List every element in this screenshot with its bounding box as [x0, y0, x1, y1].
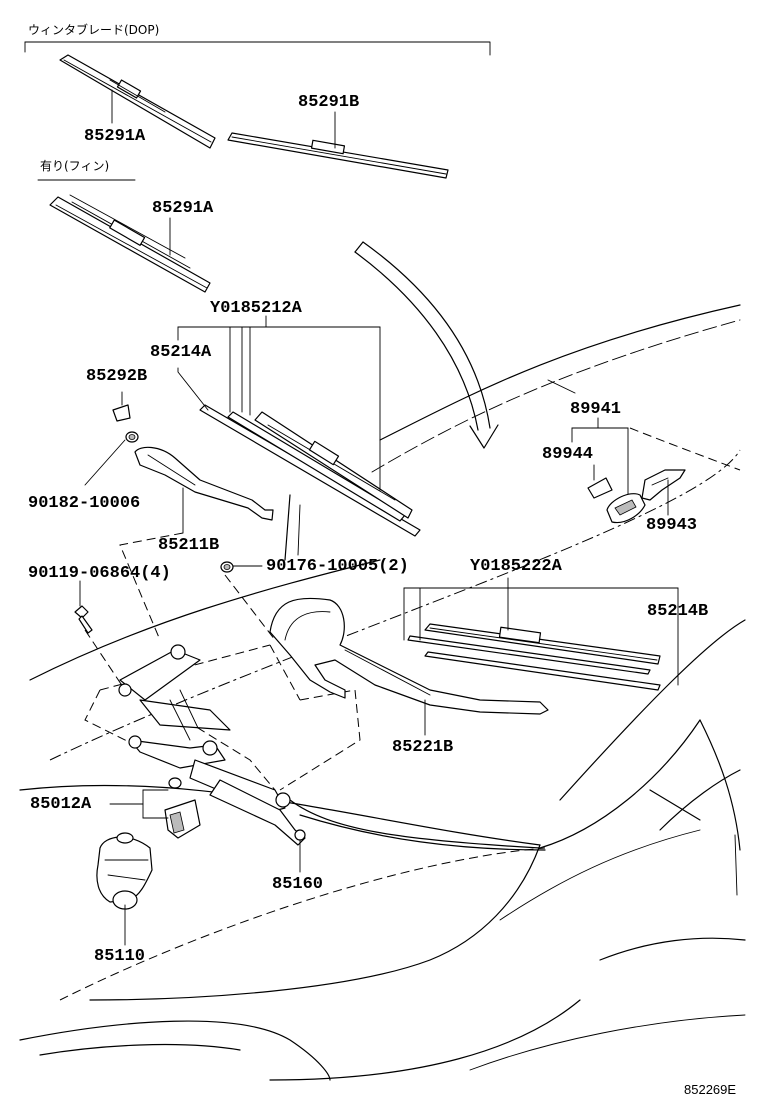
label-85291A-fin[interactable]: 85291A	[152, 199, 214, 218]
label-89941[interactable]: 89941	[570, 400, 622, 419]
label-90119-06864[interactable]: 90119-06864(4)	[28, 564, 171, 583]
bracket-89941	[547, 379, 629, 496]
blade-85291A-fin	[49, 194, 211, 293]
winter-blade-bracket	[24, 41, 491, 181]
bracket-Y0185222A	[403, 577, 679, 686]
sensor-89944	[587, 477, 613, 499]
arm-85211B	[134, 446, 274, 521]
bushing-85012A	[164, 777, 201, 839]
nut-90182	[125, 431, 139, 443]
linkage-85160	[118, 644, 306, 846]
direction-arrow	[354, 241, 499, 449]
label-89943[interactable]: 89943	[646, 516, 698, 535]
label-85291B[interactable]: 85291B	[298, 93, 360, 112]
label-85292B[interactable]: 85292B	[86, 367, 148, 386]
leader-90182	[84, 439, 126, 486]
label-90176-10005[interactable]: 90176-10005(2)	[266, 557, 409, 576]
label-85214B[interactable]: 85214B	[647, 602, 709, 621]
label-85110[interactable]: 85110	[94, 947, 146, 966]
note-winter-blade: ウィンタブレード(DOP)	[28, 23, 160, 37]
label-85214A[interactable]: 85214A	[150, 343, 212, 362]
label-89944[interactable]: 89944	[542, 445, 594, 464]
label-85012A[interactable]: 85012A	[30, 795, 92, 814]
note-with-fin: 有り(フィン)	[40, 159, 110, 173]
label-Y0185222A[interactable]: Y0185222A	[470, 557, 562, 576]
motor-85110	[96, 832, 153, 910]
blade-85214B-assembly	[407, 623, 661, 691]
dashed-connectors	[84, 532, 361, 791]
label-Y0185212A[interactable]: Y0185212A	[210, 299, 302, 318]
label-85221B[interactable]: 85221B	[392, 738, 454, 757]
label-85211B[interactable]: 85211B	[158, 536, 220, 555]
bracket-85012A	[109, 789, 169, 819]
label-85291A-top[interactable]: 85291A	[84, 127, 146, 146]
label-90182-10006[interactable]: 90182-10006	[28, 494, 141, 513]
sensor-89943	[606, 469, 686, 524]
blade-85291B	[227, 132, 449, 179]
cap-85292B	[112, 404, 131, 422]
blade-85214A-assembly	[199, 404, 421, 561]
bracket-Y0185212A	[177, 315, 381, 491]
label-85160[interactable]: 85160	[272, 875, 324, 894]
diagram-id: 852269E	[684, 1082, 737, 1097]
bolt-90119	[74, 605, 93, 634]
blade-85291A-top	[59, 54, 216, 149]
arm-85221B	[269, 597, 549, 715]
windshield-edge-right	[629, 427, 741, 471]
nut-90176	[220, 561, 234, 573]
